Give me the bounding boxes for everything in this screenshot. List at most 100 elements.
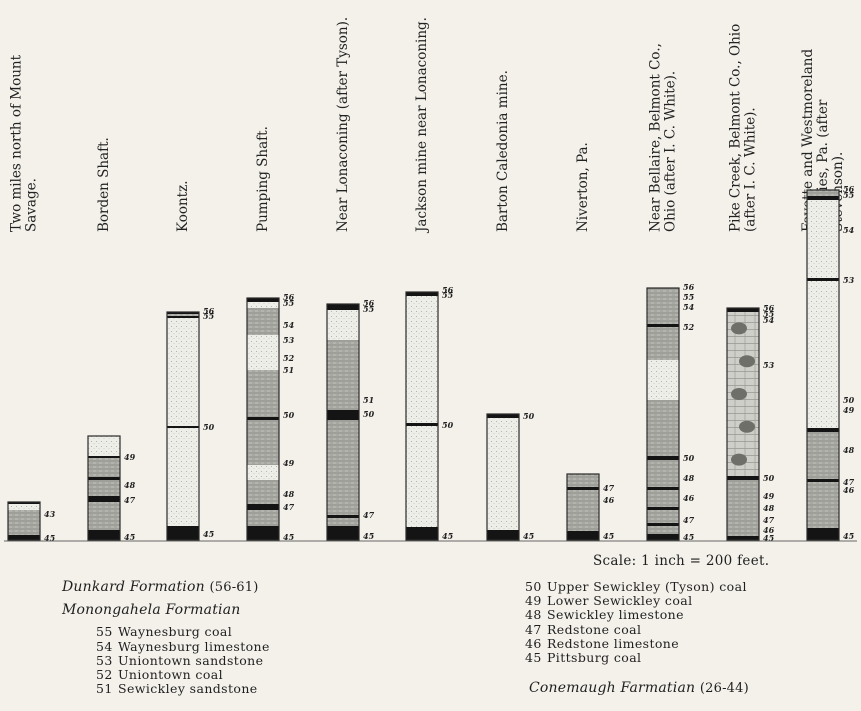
- bed-number-52: 52: [283, 353, 295, 363]
- stratum-sandstone: [406, 426, 438, 527]
- stratum-coal: [647, 324, 679, 327]
- stratum-sandstone: [8, 504, 40, 510]
- bed-number-45: 45: [763, 533, 775, 543]
- stratum-sandstone: [167, 428, 199, 526]
- stratum-shale: [88, 502, 120, 530]
- bed-number-50: 50: [843, 395, 855, 405]
- bed-number-55: 55: [763, 309, 775, 319]
- bed-number-50: 50: [283, 410, 295, 420]
- legend-left: Dunkard Formation (56-61) Monongahela Fo…: [62, 580, 270, 706]
- bed-number-53: 53: [283, 335, 295, 345]
- stratum-sandstone: [647, 360, 679, 400]
- stratum-shale: [327, 420, 359, 515]
- stratum-coal: [327, 304, 359, 307]
- legend-number: 51: [96, 681, 113, 697]
- column-label-2: Koontz.: [175, 180, 191, 232]
- legend-name: Sewickley limestone: [547, 607, 684, 623]
- column-outline: [87, 435, 121, 541]
- column-outline: [486, 413, 520, 541]
- stratum-coal: [487, 414, 519, 418]
- column-label-4: Near Lonaconing (after Tyson).: [335, 17, 351, 232]
- legend-number: 54: [96, 638, 113, 654]
- bed-number-50: 50: [763, 473, 775, 483]
- stratum-shale: [327, 396, 359, 410]
- bed-number-45: 45: [442, 531, 454, 541]
- column-label-8: Near Bellaire, Belmont Co.,Ohio (after I…: [648, 43, 679, 232]
- stratum-shale: [807, 482, 839, 528]
- legend-name: Uniontown sandstone: [118, 652, 264, 668]
- column-label-7: Niverton, Pa.: [575, 142, 591, 232]
- section-column-0: 43 45: [7, 501, 56, 543]
- bed-number-48: 48: [763, 503, 775, 513]
- stratum-coal: [406, 423, 438, 426]
- bed-number-45: 45: [124, 532, 136, 542]
- stratum-coal: [647, 456, 679, 460]
- bed-number-56: 56: [763, 303, 775, 313]
- stratum-coal: [327, 515, 359, 518]
- limestone-nodule: [731, 388, 747, 400]
- stratum-shale: [247, 510, 279, 526]
- column-label-5: Jackson mine near Lonaconing.: [414, 17, 430, 234]
- stratum-coal: [567, 487, 599, 490]
- bed-number-47: 47: [283, 502, 295, 512]
- legend-number: 55: [96, 624, 113, 640]
- stratum-coal: [727, 476, 759, 480]
- legend-number: 53: [96, 652, 113, 668]
- bed-number-56: 56: [442, 285, 454, 295]
- stratum-coal: [567, 531, 599, 540]
- stratum-coal: [88, 496, 120, 502]
- bed-number-45: 45: [843, 531, 855, 541]
- bed-number-50: 50: [203, 422, 215, 432]
- bed-number-45: 45: [203, 529, 215, 539]
- bed-number-55: 55: [442, 290, 454, 300]
- stratum-coal: [327, 307, 359, 310]
- stratum-coal: [167, 526, 199, 540]
- stratum-sandstone: [247, 335, 279, 370]
- monongahela-formation-title: Monongahela Formatian: [62, 602, 241, 619]
- bed-number-55: 55: [203, 311, 215, 321]
- column-outline: [566, 473, 600, 541]
- stratum-shale: [727, 480, 759, 536]
- stratum-coal: [807, 196, 839, 200]
- stratum-coal: [807, 528, 839, 540]
- column-label-9: Pike Creek, Belmont Co., Ohio(after I. C…: [728, 24, 759, 232]
- bed-number-48: 48: [124, 480, 136, 490]
- stratum-shale: [807, 432, 839, 479]
- legend-number: 45: [525, 650, 542, 666]
- bed-number-49: 49: [283, 458, 295, 468]
- bed-number-43: 43: [44, 509, 56, 519]
- bed-number-45: 45: [523, 531, 535, 541]
- bed-number-45: 45: [44, 533, 56, 543]
- bed-number-54: 54: [683, 302, 695, 312]
- legend-name: Uniontown coal: [118, 667, 224, 683]
- stratum-coal: [727, 308, 759, 312]
- stratum-coal: [247, 417, 279, 420]
- bed-number-48: 48: [843, 445, 855, 455]
- bed-number-46: 46: [683, 493, 695, 503]
- stratum-shale: [167, 314, 199, 316]
- bed-number-45: 45: [683, 532, 695, 542]
- bed-number-45: 45: [283, 532, 295, 542]
- stratum-sandstone: [807, 200, 839, 278]
- stratum-coal: [406, 527, 438, 540]
- stratum-coal: [167, 312, 199, 314]
- legend-name: Waynesburg coal: [118, 624, 233, 640]
- bed-number-50: 50: [363, 409, 375, 419]
- column-outline: [806, 189, 840, 541]
- bed-number-47: 47: [603, 483, 615, 493]
- bed-number-50: 50: [442, 420, 454, 430]
- bed-number-45: 45: [363, 531, 375, 541]
- stratum-coal: [247, 504, 279, 510]
- stratum-coal: [406, 292, 438, 296]
- stratum-shale: [647, 288, 679, 324]
